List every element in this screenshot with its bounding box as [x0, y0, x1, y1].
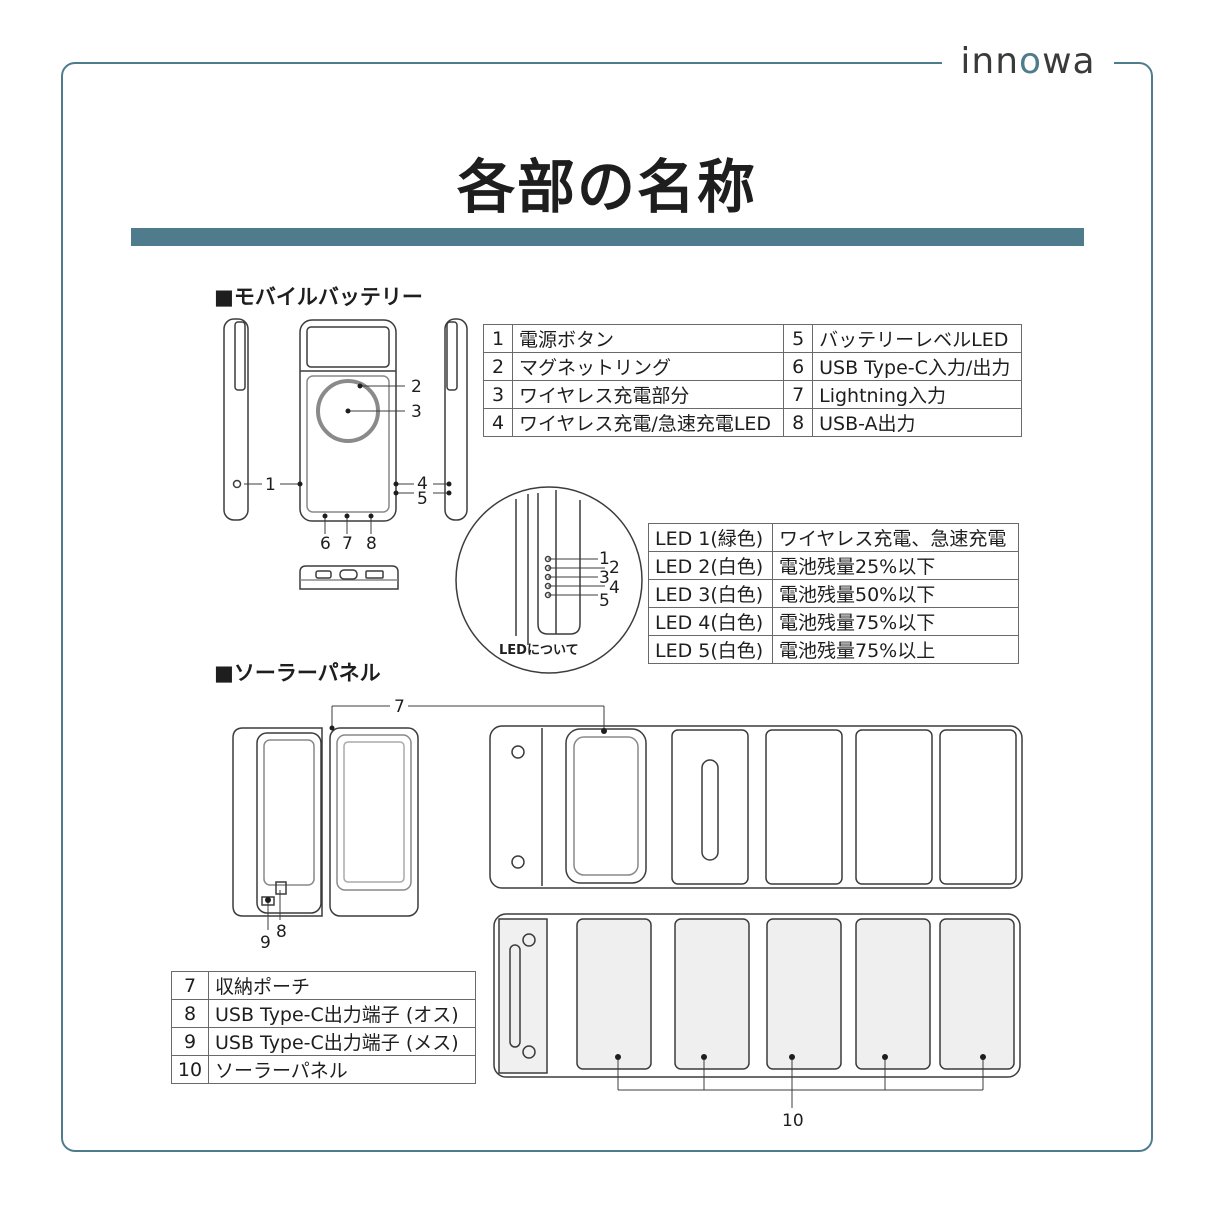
callout-dots [265, 383, 986, 1060]
led-zoom-circle [455, 486, 643, 674]
part-label: Lightning入力 [812, 380, 1022, 409]
part-number: 9 [171, 1027, 209, 1056]
led-callout-2: 2 [609, 558, 620, 578]
battery-side-view-left [223, 318, 249, 521]
table-row: 2 マグネットリング 6 USB Type-C入力/出力 [483, 352, 1022, 381]
callout-pouch-7: 7 [394, 697, 405, 717]
solar-pouch-open-view [232, 727, 419, 917]
solar-panel-back-view [489, 725, 1023, 889]
solar-parts-table: 7 収納ポーチ 8 USB Type-C出力端子 (オス) 9 USB Type… [171, 971, 476, 1084]
battery-side-view-right [444, 318, 468, 521]
part-label: ワイヤレス充電/急速充電LED [511, 408, 785, 437]
part-number: 4 [483, 408, 513, 437]
part-number: 10 [171, 1055, 209, 1084]
callout-5: 5 [417, 489, 428, 509]
callout-1: 1 [265, 475, 276, 495]
led-meaning: 電池残量75%以上 [771, 635, 1020, 664]
led-meaning: 電池残量25%以下 [771, 551, 1020, 580]
part-label: USB Type-C出力端子 (メス) [208, 1027, 476, 1056]
part-number: 8 [783, 408, 814, 437]
part-label: ワイヤレス充電部分 [511, 380, 785, 409]
callout-solar-10: 10 [782, 1111, 804, 1131]
solar-panel-front-view [493, 913, 1021, 1078]
page-title: 各部の名称 [456, 153, 757, 221]
led-meaning: 電池残量50%以下 [771, 579, 1020, 608]
table-row: 10 ソーラーパネル [171, 1055, 476, 1084]
callout-pouch-8: 8 [276, 922, 287, 942]
battery-front-view [299, 319, 397, 522]
part-number: 7 [171, 971, 209, 1000]
callout-7: 7 [342, 534, 353, 554]
table-row: 1 電源ボタン 5 バッテリーレベルLED [483, 324, 1022, 353]
led-meaning: ワイヤレス充電、急速充電 [771, 523, 1020, 552]
battery-parts-table: 1 電源ボタン 5 バッテリーレベルLED 2 マグネットリング 6 USB T… [483, 324, 1022, 437]
led-callout-1: 1 [599, 549, 610, 569]
part-label: ソーラーパネル [208, 1055, 476, 1084]
led-callout-4: 4 [609, 578, 620, 598]
part-label: USB-A出力 [812, 408, 1022, 437]
battery-bottom-view [299, 565, 399, 590]
led-caption: LEDについて [499, 643, 579, 658]
callout-3: 3 [411, 402, 422, 422]
callout-4: 4 [417, 474, 428, 494]
table-row: 3 ワイヤレス充電部分 7 Lightning入力 [483, 380, 1022, 409]
section-title-battery: ■モバイルバッテリー [214, 285, 423, 309]
led-table: LED 1(緑色) ワイヤレス充電、急速充電 LED 2(白色) 電池残量25%… [648, 523, 1020, 664]
callout-6: 6 [320, 534, 331, 554]
table-row: 9 USB Type-C出力端子 (メス) [171, 1027, 476, 1056]
callout-pouch-9: 9 [260, 933, 271, 953]
leader-lines [244, 385, 984, 1108]
part-label: バッテリーレベルLED [812, 324, 1022, 353]
part-label: USB Type-C入力/出力 [812, 352, 1022, 381]
page-frame [61, 62, 1153, 1152]
callout-8: 8 [366, 534, 377, 554]
callout-2: 2 [411, 377, 422, 397]
led-name: LED 4(白色) [648, 607, 773, 636]
led-name: LED 5(白色) [648, 635, 773, 664]
title-underline-bar [131, 228, 1084, 246]
led-callout-3: 3 [599, 568, 610, 588]
section-title-solar: ■ソーラーパネル [214, 661, 381, 685]
led-callout-5: 5 [599, 591, 610, 611]
brand-logo: innowa [942, 40, 1114, 84]
table-row: LED 2(白色) 電池残量25%以下 [648, 551, 1020, 580]
part-label: マグネットリング [511, 352, 785, 381]
table-row: 4 ワイヤレス充電/急速充電LED 8 USB-A出力 [483, 408, 1022, 437]
table-row: LED 5(白色) 電池残量75%以上 [648, 635, 1020, 664]
part-number: 5 [783, 324, 814, 353]
